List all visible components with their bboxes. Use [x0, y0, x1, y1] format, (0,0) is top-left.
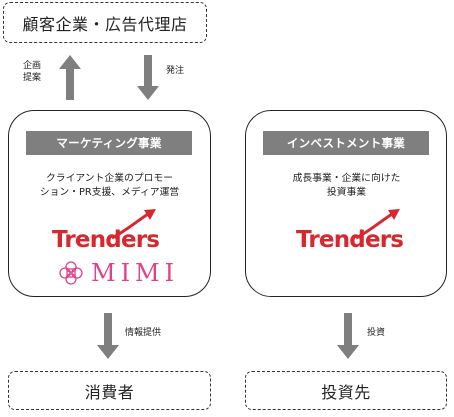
trenders-swoosh-icon	[355, 209, 400, 240]
marketing-description: クライアント企業のプロモー ション・PR支援、メディア運営	[12, 172, 207, 200]
consumer-box-label: 消費者	[84, 382, 135, 402]
trenders-swoosh-icon	[111, 209, 156, 240]
client-box: 顧客企業・広告代理店	[3, 2, 207, 43]
marketing-desc-line1: クライアント企業のプロモー	[46, 173, 173, 184]
mimi-logo-icon	[59, 261, 83, 285]
investee-box-label: 投資先	[321, 382, 371, 402]
trenders-logo-marketing: Trenders	[52, 227, 160, 253]
investment-description: 成長事業・企業に向けた 投資事業	[249, 172, 444, 200]
down-arrow-label: 発注	[166, 66, 185, 76]
down-arrow	[137, 55, 159, 100]
mimi-logo: MIMI	[91, 259, 180, 287]
marketing-desc-line2: ション・PR支援、メディア運営	[39, 187, 180, 198]
info-down-arrow	[97, 313, 119, 359]
invest-arrow-label: 投資	[367, 328, 386, 338]
marketing-title: マーケティング事業	[26, 131, 192, 155]
trenders-logo-investment: Trenders	[296, 227, 404, 253]
consumer-box: 消費者	[8, 371, 211, 410]
investee-box: 投資先	[245, 371, 447, 410]
investment-title: インベストメント事業	[263, 131, 429, 155]
investment-desc-line1: 成長事業・企業に向けた	[292, 173, 401, 184]
up-arrow-label: 企画 提案	[23, 60, 41, 84]
up-arrow	[59, 55, 81, 100]
investment-desc-line2: 投資事業	[326, 187, 367, 198]
up-arrow-label-line1: 企画	[23, 61, 42, 71]
invest-down-arrow	[337, 313, 359, 359]
info-arrow-label: 情報提供	[125, 328, 162, 338]
up-arrow-label-line2: 提案	[23, 73, 42, 83]
client-box-label: 顧客企業・広告代理店	[22, 14, 188, 34]
